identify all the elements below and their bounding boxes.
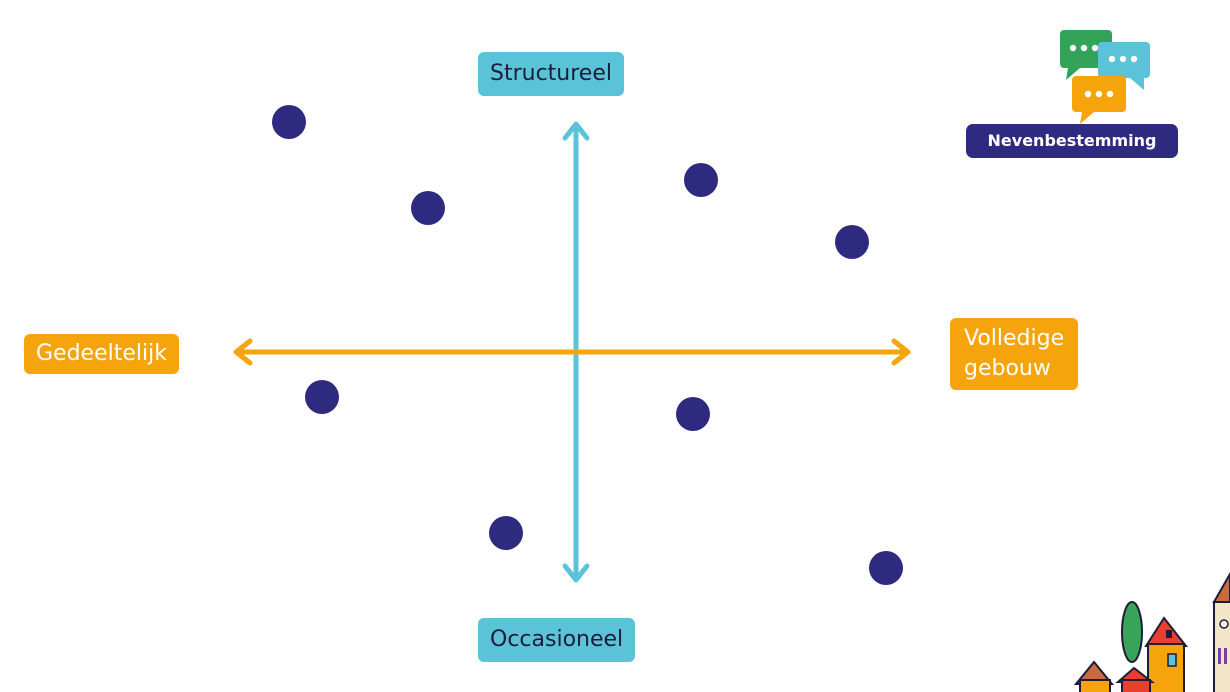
plot-dot bbox=[684, 163, 718, 197]
axis-label-structureel: Structureel bbox=[478, 52, 624, 96]
plot-dot bbox=[272, 105, 306, 139]
horizontal-axis-arrow-left bbox=[233, 338, 253, 366]
plot-dot bbox=[489, 516, 523, 550]
blue-speech-bubble-icon bbox=[1098, 42, 1150, 90]
horizontal-axis-arrow-right bbox=[891, 338, 911, 366]
axis-label-occasioneel: Occasioneel bbox=[478, 618, 636, 662]
village-houses-illustration bbox=[1068, 572, 1230, 692]
orange-speech-bubble-icon bbox=[1072, 76, 1126, 124]
logo-badge: Nevenbestemming bbox=[966, 124, 1178, 158]
plot-dot bbox=[835, 225, 869, 259]
plot-dot bbox=[869, 551, 903, 585]
vertical-axis-arrow-up bbox=[562, 121, 590, 141]
axis-label-volledige-line1: Volledige bbox=[964, 326, 1065, 351]
vertical-axis-arrow-down bbox=[562, 563, 590, 583]
speech-bubbles-icon bbox=[1060, 30, 1150, 124]
plot-dot bbox=[676, 397, 710, 431]
axis-label-volledige-gebouw: Volledige gebouw bbox=[950, 318, 1079, 390]
plot-dot bbox=[411, 191, 445, 225]
nevenbestemming-logo: Nevenbestemming bbox=[960, 28, 1184, 160]
axis-label-gedeeltelijk: Gedeeltelijk bbox=[24, 334, 179, 374]
axis-label-volledige-line2: gebouw bbox=[964, 356, 1051, 381]
plot-dot bbox=[305, 380, 339, 414]
